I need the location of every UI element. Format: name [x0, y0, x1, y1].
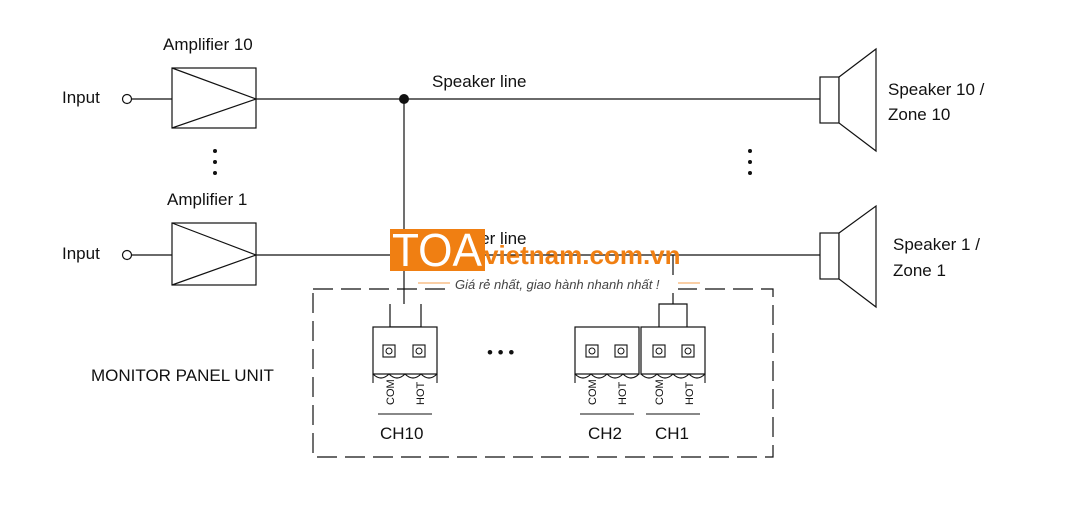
speaker-line-top-label: Speaker line [432, 72, 527, 91]
amplifier-10-box [171, 67, 258, 129]
ch1-hot-label: HOT [684, 382, 696, 406]
ch2-com-label: COM [587, 379, 599, 405]
watermark-toa-badge [390, 229, 485, 271]
input-10-label: Input [62, 88, 100, 107]
watermark-site: vietnam.com.vn [484, 240, 681, 270]
monitor-panel-label: MONITOR PANEL UNIT [91, 366, 274, 385]
amplifier-1-label: Amplifier 1 [167, 190, 247, 209]
watermark-brand: TOA [392, 224, 482, 276]
speaker-1-label-line1: Speaker 1 / [893, 235, 980, 254]
ch10-terminal-block [372, 304, 438, 415]
speaker-ellipsis [748, 149, 752, 175]
input-1-label: Input [62, 244, 100, 263]
ch10-hot-label: HOT [415, 382, 427, 406]
ch2-terminal-block [574, 326, 640, 415]
amplifier-10-label: Amplifier 10 [163, 35, 253, 54]
amplifier-ellipsis [213, 149, 217, 175]
speaker-10-label-line1: Speaker 10 / [888, 80, 985, 99]
ch2-hot-label: HOT [617, 382, 629, 406]
ch10-label: CH10 [380, 424, 423, 443]
ch1-com-label: COM [654, 379, 666, 405]
channel-ellipsis: • • • [487, 343, 514, 362]
speaker-10-icon [819, 47, 877, 153]
ch2-label: CH2 [588, 424, 622, 443]
speaker-10-label-line2: Zone 10 [888, 105, 950, 124]
ch1-terminal-block [640, 255, 706, 415]
ch1-label: CH1 [655, 424, 689, 443]
speaker-1-icon [819, 204, 877, 309]
input-10-terminal [121, 93, 133, 105]
ch10-com-label: COM [385, 379, 397, 405]
watermark-tagline: Giá rẻ nhất, giao hành nhanh nhất ! [455, 277, 660, 292]
speaker-1-label-line2: Zone 1 [893, 261, 946, 280]
amplifier-1-box [171, 222, 258, 286]
watermark-logo: TOA vietnam.com.vn Giá rẻ nhất, giao hàn… [390, 224, 700, 293]
watermark-tag-bg [450, 275, 678, 293]
input-1-terminal [121, 249, 133, 261]
